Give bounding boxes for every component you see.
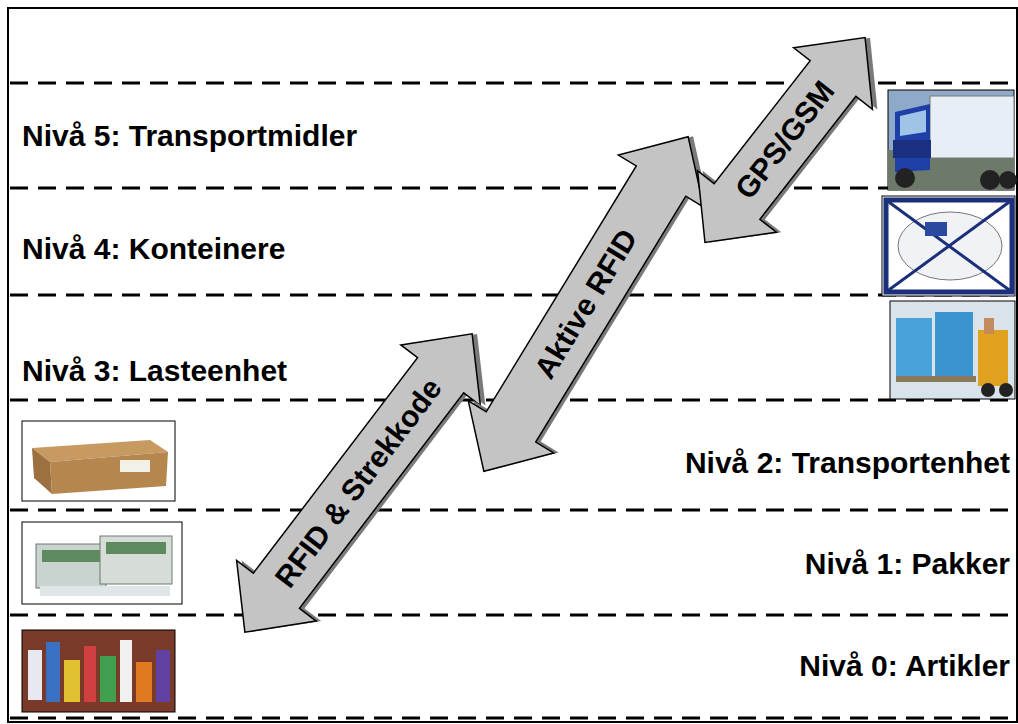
double-arrow: GPS/GSM (666, 7, 905, 273)
level-label: Nivå 0: Artikler (799, 651, 1010, 681)
arrow-body (205, 304, 512, 663)
tank-container-photo (882, 196, 1015, 296)
level-label: Nivå 4: Konteinere (22, 234, 285, 264)
level-label: Nivå 5: Transportmidler (22, 121, 357, 151)
load-unit-photo (890, 301, 1015, 399)
level-label: Nivå 2: Transportenhet (685, 448, 1010, 478)
cardboard-box-photo (22, 421, 175, 501)
frame (8, 8, 1017, 722)
arrow-label: RFID & Strekkode (269, 373, 446, 593)
level-dividers (10, 83, 1018, 718)
articles-photo (22, 630, 175, 712)
arrow-body (441, 111, 731, 498)
arrow-body (666, 7, 905, 273)
double-arrow: Aktive RFID (441, 111, 731, 498)
packs-photo (22, 522, 182, 604)
level-label: Nivå 1: Pakker (805, 549, 1010, 579)
truck-photo (888, 90, 1017, 190)
level-label: Nivå 3: Lasteenhet (22, 356, 287, 386)
